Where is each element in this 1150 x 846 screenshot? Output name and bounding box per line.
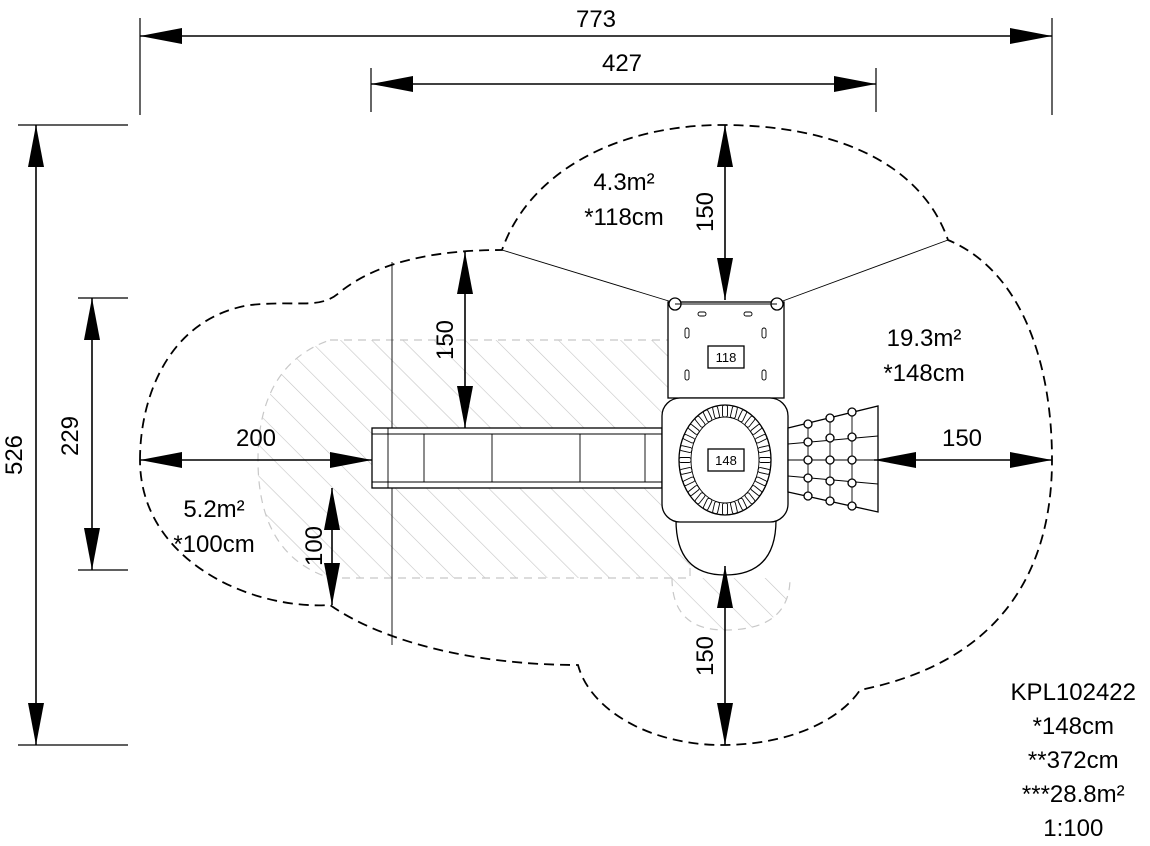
tower: 148 xyxy=(661,397,789,576)
roof-rib xyxy=(722,404,728,418)
zone-label-right: 19.3m² *148cm xyxy=(883,325,964,387)
product-code: KPL102422 xyxy=(1010,679,1136,706)
net-knot xyxy=(803,437,813,447)
bottom-offset-label: 150 xyxy=(692,636,719,676)
dimension-inner-width: 427 xyxy=(370,50,877,112)
dimension-lower-left-offset: 100 xyxy=(301,488,340,605)
roof-rib xyxy=(750,424,763,435)
roof-rib xyxy=(754,476,768,486)
lower-left-offset-label: 100 xyxy=(301,526,328,566)
roof-rib xyxy=(703,409,713,423)
roof-rib xyxy=(679,467,693,475)
left-offset-label: 200 xyxy=(236,425,276,452)
net-knot xyxy=(847,478,857,488)
overall-height-label: 526 xyxy=(1,435,28,475)
net-knot xyxy=(825,413,835,423)
zone-right-area: 19.3m² xyxy=(887,325,962,352)
fall-height: *148cm xyxy=(1032,713,1114,740)
roof-rib xyxy=(687,485,700,496)
platform-label-148: 148 xyxy=(715,453,737,468)
net-knot xyxy=(825,496,835,506)
safety-area: ***28.8m² xyxy=(1021,781,1125,808)
roof-rib xyxy=(730,405,738,419)
zone-label-top: 4.3m² *118cm xyxy=(584,169,664,231)
zone-top-height: *118cm xyxy=(584,204,664,231)
slide xyxy=(371,427,663,489)
roof-rib xyxy=(694,492,706,505)
net-knot xyxy=(825,455,835,465)
roof-rib xyxy=(757,467,771,475)
net-knot xyxy=(803,491,813,501)
net-knot xyxy=(825,433,835,443)
roof-rib xyxy=(679,445,693,453)
net-knot xyxy=(847,407,857,417)
roof-rib xyxy=(737,409,747,423)
net-knot xyxy=(847,455,857,465)
zone-right-height: *148cm xyxy=(883,360,964,387)
upper-left-offset-label: 150 xyxy=(432,320,459,360)
net-knot xyxy=(803,473,813,483)
roof-rib xyxy=(758,457,772,463)
inner-width-label: 427 xyxy=(602,50,642,77)
climbing-net xyxy=(787,405,879,513)
safety-area-boundary xyxy=(139,124,1053,746)
net-knots xyxy=(803,407,857,511)
right-offset-label: 150 xyxy=(942,425,982,452)
roof-ribs xyxy=(678,404,772,516)
roof-rib xyxy=(730,501,738,515)
net-knot xyxy=(803,455,813,465)
top-offset-label: 150 xyxy=(692,192,719,232)
drawing-scale: 1:100 xyxy=(1043,815,1104,842)
roof-rib xyxy=(694,415,706,428)
roof-rib xyxy=(703,497,713,511)
zone-left-area: 5.2m² xyxy=(183,496,244,523)
platform-label-118: 118 xyxy=(716,350,737,365)
roof-rib xyxy=(744,492,756,505)
product-info-block: KPL102422 *148cm **372cm ***28.8m² 1:100 xyxy=(1011,676,1136,846)
roof-rib xyxy=(682,434,696,444)
platform-label-148-box xyxy=(707,448,745,472)
roof-rib xyxy=(754,434,768,444)
roof-rib xyxy=(712,405,720,419)
net-knot xyxy=(825,476,835,486)
roof-rib xyxy=(750,485,763,496)
overall-width-label: 773 xyxy=(576,6,616,33)
left-height-label: 229 xyxy=(57,416,84,456)
dimension-bottom-offset: 150 xyxy=(692,566,733,745)
dimension-overall-width: 773 xyxy=(139,6,1053,115)
roof-rib xyxy=(737,497,747,511)
zone-top-area: 4.3m² xyxy=(593,169,654,196)
dimension-upper-left-offset: 150 xyxy=(432,252,473,428)
dimension-left-height: 229 xyxy=(57,297,128,571)
upper-platform: 118 xyxy=(667,297,785,399)
net-knot xyxy=(847,501,857,511)
roof-rib xyxy=(712,501,720,515)
net-knot xyxy=(803,419,813,429)
roof-rib xyxy=(722,502,728,516)
net-knot xyxy=(847,432,857,442)
roof-rib xyxy=(678,457,692,463)
zone-left-height: *100cm xyxy=(173,531,254,558)
dimension-right-offset: 150 xyxy=(874,425,1052,468)
roof-rib xyxy=(757,445,771,453)
dimension-overall-height: 526 xyxy=(1,124,128,746)
dimension-top-offset: 150 xyxy=(692,125,733,300)
free-height: **372cm xyxy=(1027,747,1119,774)
platform-label-118-box xyxy=(707,345,745,369)
dimension-left-offset: 200 xyxy=(140,425,372,468)
roof-rib xyxy=(682,476,696,486)
zone-label-left: 5.2m² *100cm xyxy=(173,496,254,558)
roof-rib xyxy=(744,415,756,428)
roof-rib xyxy=(687,424,700,435)
